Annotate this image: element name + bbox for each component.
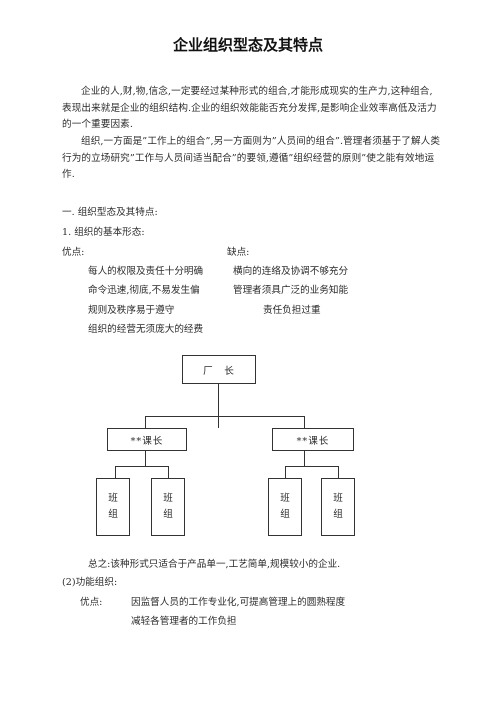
connector-line [115, 466, 116, 478]
disadvantage-item: 责任负担过重 [263, 305, 321, 316]
connector-line [218, 384, 219, 428]
connector-line [145, 416, 304, 417]
team-label-char: 组 [280, 509, 290, 520]
connector-line [145, 451, 146, 466]
function-advantages-label: 优点: [80, 597, 103, 608]
connector-line [168, 466, 169, 478]
advantage-item: 命令迅速,彻底,不易发生偏 [88, 285, 200, 296]
disadvantage-item: 横向的连络及协调不够充分 [233, 266, 349, 277]
connector-line [285, 466, 286, 478]
page-title: 企业组织型态及其特点 [172, 36, 323, 54]
connector-line [304, 416, 305, 428]
team-label-char: 班 [333, 493, 343, 504]
team-label-char: 组 [163, 509, 173, 520]
connector-line [338, 466, 339, 478]
org-node-section-chief: **课长 [272, 428, 354, 451]
intro-paragraph-2: 组织,一方面是”工作上的组合”,另一方面则为”人员间的组合”.管理者须基于了解人… [62, 136, 441, 180]
advantage-item: 组织的经营无须庞大的经费 [88, 324, 204, 335]
intro-paragraph-1: 企业的人,财,物,信念,一定要经过某种形式的组合,才能形成现实的生产力,这种组合… [62, 86, 437, 130]
subsection-heading-2: (2)功能组织: [62, 577, 118, 588]
org-node-section-chief: **课长 [107, 428, 187, 451]
function-advantage-item: 减轻各管理者的工作负担 [131, 616, 237, 627]
function-advantage-item: 因监督人员的工作专业化,可提高管理上的圆熟程度 [131, 597, 346, 608]
org-node-team: 班 组 [321, 478, 355, 536]
connector-line [145, 416, 146, 428]
disadvantages-label: 缺点: [227, 247, 250, 258]
team-label-char: 组 [333, 509, 343, 520]
team-label-char: 班 [108, 493, 118, 504]
advantage-item: 规则及秩序易于遵守 [88, 305, 175, 316]
advantage-item: 每人的权限及责任十分明确 [88, 266, 204, 277]
disadvantage-item: 管理者须具广泛的业务知能 [233, 285, 349, 296]
org-node-team: 班 组 [151, 478, 185, 536]
team-label-char: 组 [108, 509, 118, 520]
summary-text: 总之:该种形式只适合于产品单一,工艺简单,规模较小的企业. [88, 559, 341, 570]
org-node-factory-director: 厂 长 [182, 355, 256, 384]
team-label-char: 班 [163, 493, 173, 504]
connector-line [285, 466, 339, 467]
connector-line [304, 451, 305, 466]
team-label-char: 班 [280, 493, 290, 504]
connector-line [115, 466, 169, 467]
section-heading-1: 一. 组织型态及其特点: [62, 207, 158, 218]
org-node-team: 班 组 [268, 478, 302, 536]
subsection-heading-1: 1. 组织的基本形态: [62, 227, 145, 238]
advantages-label: 优点: [62, 247, 85, 258]
org-node-team: 班 组 [96, 478, 130, 536]
